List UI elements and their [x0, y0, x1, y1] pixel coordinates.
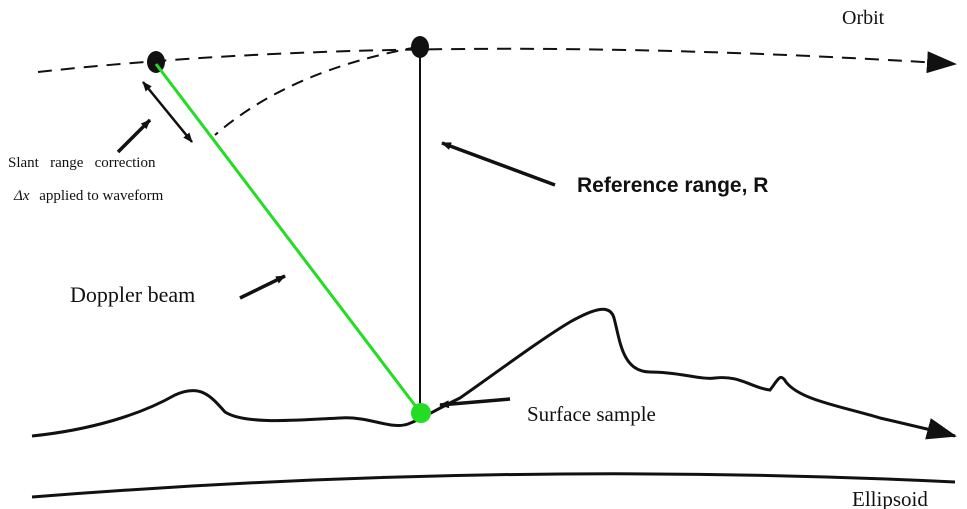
slant-label-pointer-arrow	[116, 118, 152, 154]
ellipsoid-curve	[31, 472, 956, 499]
slant-correction-label-rest: applied to waveform	[39, 188, 163, 204]
slant-correction-label-line1: Slant range correction	[8, 155, 156, 171]
orbit-path	[37, 47, 957, 74]
surface-sample-pointer-arrow	[439, 397, 511, 409]
slant-correction-arc	[214, 46, 419, 136]
doppler-beam-label: Doppler beam	[70, 282, 195, 307]
reference-range-label: Reference range, R	[577, 174, 768, 197]
doppler-beam-line	[154, 63, 422, 413]
slant-correction-double-arrow	[142, 81, 193, 143]
surface-profile	[31, 307, 957, 440]
slant-correction-label-line2: Δx applied to waveform	[13, 188, 164, 204]
delta-x-symbol: Δx	[13, 188, 30, 204]
ellipsoid-label: Ellipsoid	[852, 487, 928, 509]
satellite-position-reference	[411, 36, 429, 58]
reference-range-pointer-arrow	[441, 141, 556, 187]
satellite-position-doppler	[147, 51, 165, 73]
surface-sample-point	[411, 403, 431, 423]
orbit-label: Orbit	[842, 7, 885, 29]
doppler-beam-pointer-arrow	[239, 274, 286, 300]
surface-sample-label: Surface sample	[527, 402, 656, 426]
